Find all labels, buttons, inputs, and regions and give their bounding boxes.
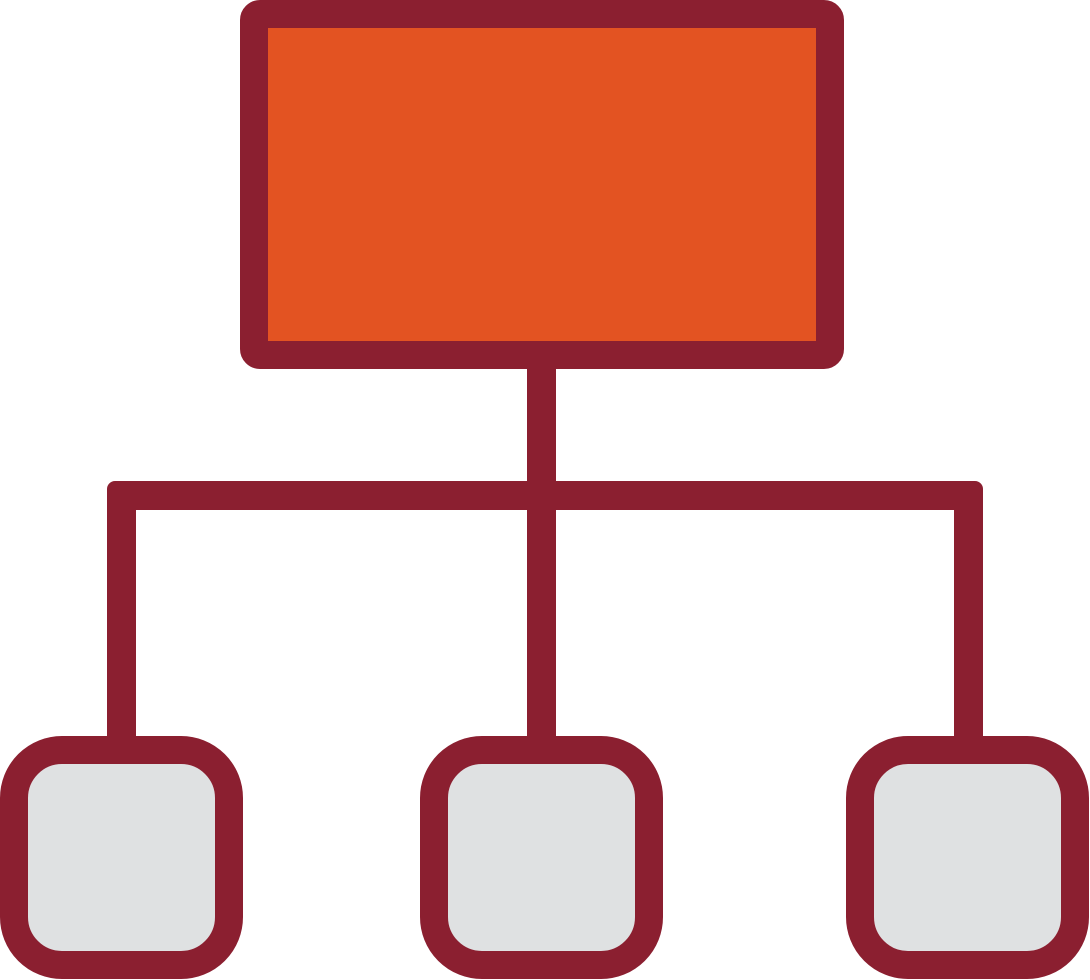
right-branch-line (954, 490, 983, 755)
left-branch-line (107, 490, 136, 755)
root-stem-line (527, 355, 556, 495)
connector-lines (107, 355, 983, 755)
child-node-center (420, 736, 663, 979)
child-node-left (0, 736, 243, 979)
center-branch-line (527, 495, 556, 755)
parent-node (240, 0, 844, 369)
child-node-right (846, 736, 1089, 979)
child-nodes (0, 736, 1089, 979)
parent-node-box (240, 0, 844, 369)
